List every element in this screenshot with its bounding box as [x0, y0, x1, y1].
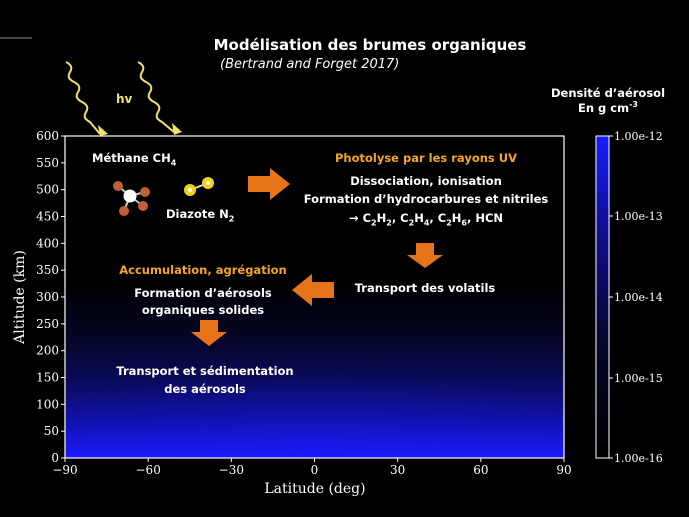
y-tick-label: 150 [36, 371, 59, 385]
product-part: , C [391, 211, 409, 225]
y-tick-label: 200 [36, 344, 59, 358]
y-tick-label: 100 [36, 397, 59, 411]
product-part: H [376, 211, 387, 225]
colorbar-tick-4: 1.00e-16 [614, 452, 663, 465]
product-part: , C [429, 211, 447, 225]
accumulation-line2: organiques solides [141, 303, 265, 317]
photolysis-line2: Formation d’hydrocarbures et nitriles [303, 192, 549, 206]
methane-label: Méthane CH4 [92, 150, 176, 171]
methane-text: Méthane CH [92, 151, 171, 165]
arrow-down-to-sedimentation [191, 320, 227, 346]
y-tick-label: 400 [36, 236, 59, 250]
methane-subscript: 4 [170, 158, 177, 168]
product-part: → C [348, 211, 372, 225]
colorbar-title-line1: Densité d’aérosol [550, 86, 666, 100]
transport-volatiles-label: Transport des volatils [354, 281, 496, 295]
x-axis-label: Latitude (deg) [264, 481, 365, 497]
y-tick-label: 500 [36, 183, 59, 197]
sedimentation-line2: des aérosols [164, 382, 246, 396]
y-tick-label: 0 [51, 451, 59, 465]
x-tick-label: 30 [390, 463, 405, 477]
diazote-subscript: 2 [228, 214, 235, 224]
colorbar-title-line2: En g cm-3 [548, 100, 668, 115]
product-part: , HCN [467, 211, 504, 225]
accumulation-line1: Formation d’aérosols [134, 286, 272, 300]
y-tick-label: 350 [36, 263, 59, 277]
x-tick-label: 60 [473, 463, 488, 477]
product-sub: 2 [371, 218, 377, 228]
x-tick-label: 0 [311, 463, 319, 477]
y-tick-label: 250 [36, 317, 59, 331]
colorbar-tick-2: 1.00e-14 [614, 291, 663, 304]
product-sub: 6 [461, 218, 467, 228]
photon-arrow-left [65, 61, 108, 136]
colorbar-tick-3: 1.00e-15 [614, 372, 663, 385]
diazote-text: Diazote N [166, 207, 229, 221]
arrow-left-to-accumulation [292, 274, 334, 306]
photon-arrow-right [137, 61, 182, 135]
y-tick-label: 550 [36, 156, 59, 170]
colorbar [595, 135, 610, 459]
diazote-label: Diazote N2 [166, 206, 234, 227]
colorbar-tick-0: 1.00e-12 [614, 130, 663, 143]
accumulation-title: Accumulation, agrégation [119, 263, 287, 277]
diagram-title: Modélisation des brumes organiques [213, 36, 527, 54]
y-axis-ticks: 0 50 100 150 200 250 300 350 400 450 500 550 600 [36, 129, 65, 465]
x-tick-label: −60 [136, 463, 161, 477]
y-tick-label: 300 [36, 290, 59, 304]
product-part: H [414, 211, 424, 225]
y-tick-label: 450 [36, 210, 59, 224]
aerosol-density-glow [65, 300, 564, 458]
product-part: H [451, 211, 462, 225]
diagram-subtitle: (Bertrand and Forget 2017) [220, 57, 400, 72]
product-sub: 2 [408, 218, 415, 228]
y-tick-label: 600 [36, 129, 59, 143]
photolysis-title: Photolyse par les rayons UV [334, 151, 517, 165]
y-tick-label: 50 [44, 424, 59, 438]
product-sub: 2 [446, 218, 452, 228]
y-axis-label: Altitude (km) [12, 250, 28, 345]
photolysis-line1: Dissociation, ionisation [350, 174, 502, 188]
colorbar-unit: En g cm [578, 100, 630, 115]
x-tick-label: −30 [219, 463, 244, 477]
x-tick-label: −90 [52, 463, 77, 477]
methane-molecule-icon [113, 181, 150, 216]
arrow-down-to-transport [407, 243, 443, 268]
colorbar-unit-exponent: -3 [629, 100, 638, 109]
colorbar-tick-1: 1.00e-13 [614, 210, 663, 223]
arrow-right-to-photolysis [248, 168, 290, 200]
diazote-molecule-icon [184, 177, 214, 196]
x-axis-ticks: −90 −60 −30 0 30 60 90 [52, 458, 572, 477]
product-sub: 2 [386, 218, 392, 228]
x-tick-label: 90 [556, 463, 571, 477]
colorbar-title: Densité d’aérosol En g cm-3 [548, 86, 668, 115]
product-sub: 4 [423, 218, 430, 228]
hv-label: hv [116, 92, 133, 106]
photolysis-products: → C2H2, C2H4, C2H6, HCN [296, 210, 556, 231]
sedimentation-line1: Transport et sédimentation [116, 364, 294, 378]
